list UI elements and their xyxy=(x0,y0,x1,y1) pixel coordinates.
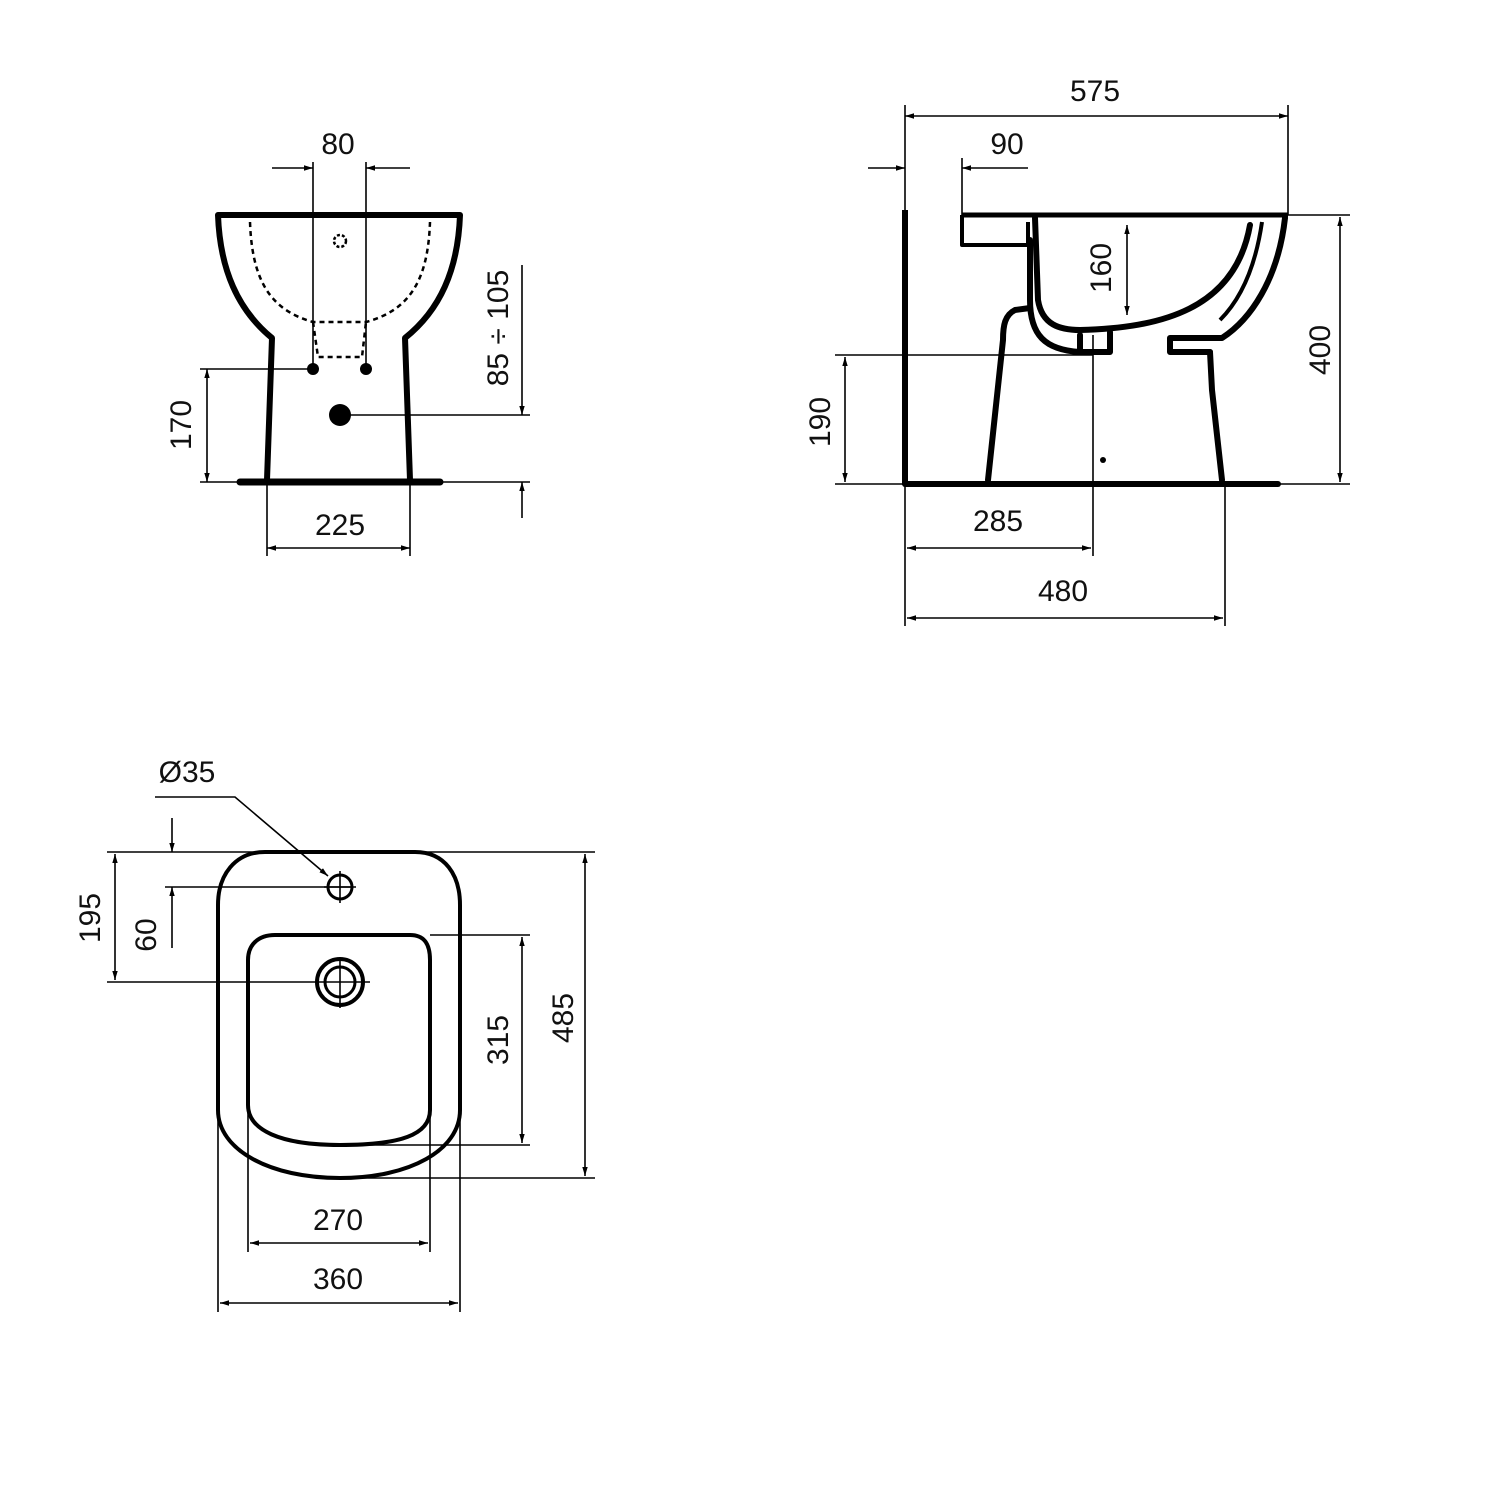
drain-hole xyxy=(315,957,365,1008)
dim-575: 575 xyxy=(1070,75,1120,108)
dim-60: 60 xyxy=(130,918,163,951)
dim-285: 285 xyxy=(973,505,1023,538)
top-view: Ø35 195 60 315 485 270 360 xyxy=(74,756,595,1312)
dim-90: 90 xyxy=(990,128,1023,161)
dim-270: 270 xyxy=(313,1204,363,1237)
dim-225: 225 xyxy=(315,509,365,542)
dim-85-105: 85 ÷ 105 xyxy=(482,270,515,387)
dim-80: 80 xyxy=(321,128,354,161)
dim-190: 190 xyxy=(804,397,837,447)
dim-360: 360 xyxy=(313,1263,363,1296)
dim-315: 315 xyxy=(482,1015,515,1065)
top-view-dimensions: Ø35 195 60 315 485 270 360 xyxy=(74,756,595,1312)
dim-170: 170 xyxy=(165,400,198,450)
dim-480: 480 xyxy=(1038,575,1088,608)
dim-485: 485 xyxy=(547,993,580,1043)
dim-diameter-35: Ø35 xyxy=(159,756,216,789)
dim-195: 195 xyxy=(74,893,107,943)
side-view-outline xyxy=(902,210,1288,487)
dim-160: 160 xyxy=(1085,243,1118,293)
front-view: 80 170 85 ÷ 105 225 xyxy=(165,128,530,556)
front-view-outline xyxy=(215,212,463,486)
dim-400: 400 xyxy=(1304,325,1337,375)
front-view-dimensions: 80 170 85 ÷ 105 225 xyxy=(165,128,530,556)
side-view: 575 90 160 400 190 285 480 xyxy=(804,75,1350,626)
top-view-outline xyxy=(216,850,462,1180)
side-view-dimensions: 575 90 160 400 190 285 480 xyxy=(804,75,1350,626)
